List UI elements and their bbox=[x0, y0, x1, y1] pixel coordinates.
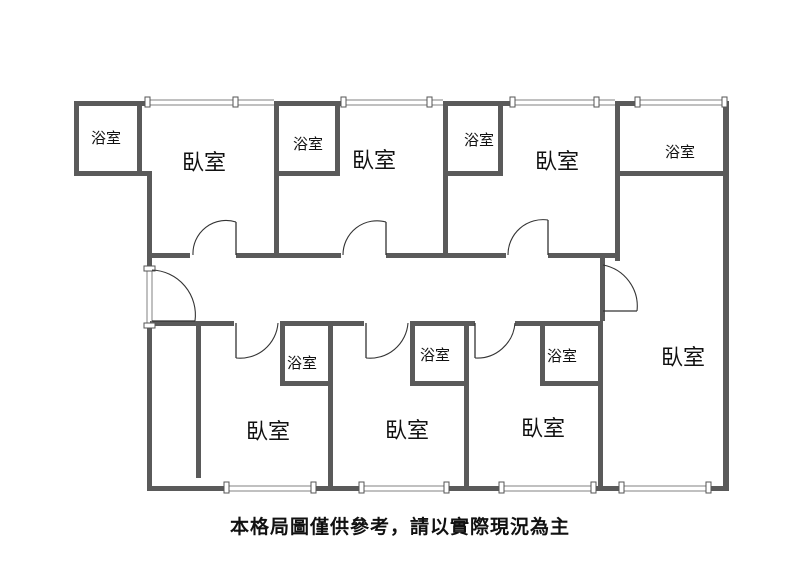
windows bbox=[143, 96, 728, 494]
bedroom-label: 臥室 bbox=[661, 346, 705, 371]
bedroom-label: 臥室 bbox=[385, 419, 429, 444]
walls bbox=[74, 101, 729, 491]
doors bbox=[151, 219, 638, 359]
bedroom-label: 臥室 bbox=[182, 151, 226, 176]
bathroom-label: 浴室 bbox=[91, 129, 121, 147]
bathroom-label: 浴室 bbox=[464, 131, 494, 149]
bathroom-label: 浴室 bbox=[293, 135, 323, 153]
bathroom-label: 浴室 bbox=[547, 347, 577, 365]
bedroom-label: 臥室 bbox=[521, 417, 565, 442]
bedroom-label: 臥室 bbox=[352, 149, 396, 174]
bathroom-label: 浴室 bbox=[287, 354, 317, 372]
bathroom-label: 浴室 bbox=[665, 143, 695, 161]
bedroom-label: 臥室 bbox=[535, 150, 579, 175]
room-labels: 浴室 臥室 浴室 臥室 浴室 臥室 浴室 臥室 浴室 浴室 浴室 臥室 臥室 臥… bbox=[91, 129, 705, 445]
bathroom-label: 浴室 bbox=[420, 346, 450, 364]
bedroom-label: 臥室 bbox=[246, 420, 290, 445]
disclaimer-caption: 本格局圖僅供參考，請以實際現況為主 bbox=[229, 516, 570, 538]
